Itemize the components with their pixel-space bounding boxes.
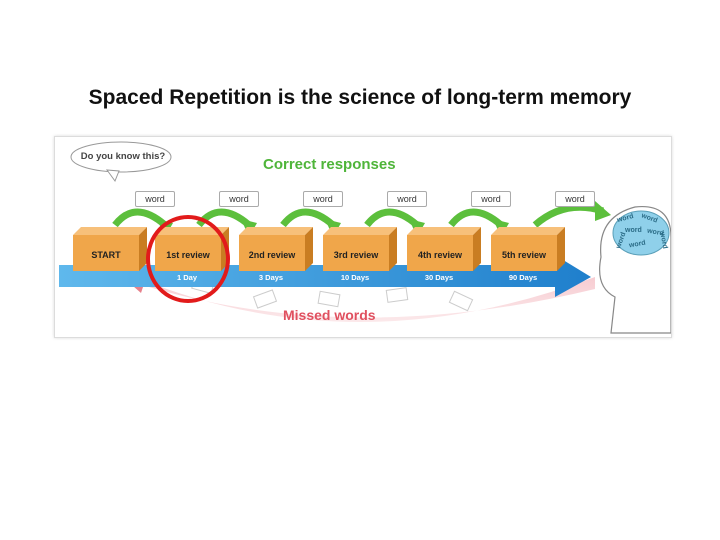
word-tag: word — [219, 191, 259, 207]
box-label-start: START — [91, 250, 121, 260]
speech-bubble — [70, 141, 172, 173]
missed-words-label: Missed words — [283, 307, 376, 323]
word-tag: word — [135, 191, 175, 207]
highlight-circle — [146, 215, 230, 303]
speech-bubble-text: Do you know this? — [80, 151, 166, 162]
box-label-3rd-review: 3rd review — [333, 250, 379, 260]
word-tag: word — [555, 191, 595, 207]
diagram-graphics — [59, 141, 671, 334]
day-label: 3 Days — [258, 273, 284, 282]
brain-word: word — [625, 227, 642, 234]
brain-icon — [612, 210, 670, 256]
box-label-5th-review: 5th review — [501, 250, 547, 260]
word-tag: word — [471, 191, 511, 207]
box-label-1st-review: 1st review — [166, 250, 210, 260]
word-tag: word — [387, 191, 427, 207]
correct-responses-label: Correct responses — [263, 156, 396, 173]
spaced-repetition-diagram: Do you know this? Correct responses Miss… — [54, 136, 672, 338]
word-tag: word — [303, 191, 343, 207]
day-label: 1 Day — [176, 273, 197, 282]
missed-words-arc — [135, 277, 595, 322]
review-boxes — [73, 227, 565, 271]
day-label: 90 Days — [508, 273, 538, 282]
day-label: 30 Days — [424, 273, 454, 282]
box-label-4th-review: 4th review — [417, 250, 463, 260]
page-title: Spaced Repetition is the science of long… — [88, 86, 632, 109]
box-label-2nd-review: 2nd review — [248, 250, 296, 260]
day-label: 10 Days — [340, 273, 370, 282]
